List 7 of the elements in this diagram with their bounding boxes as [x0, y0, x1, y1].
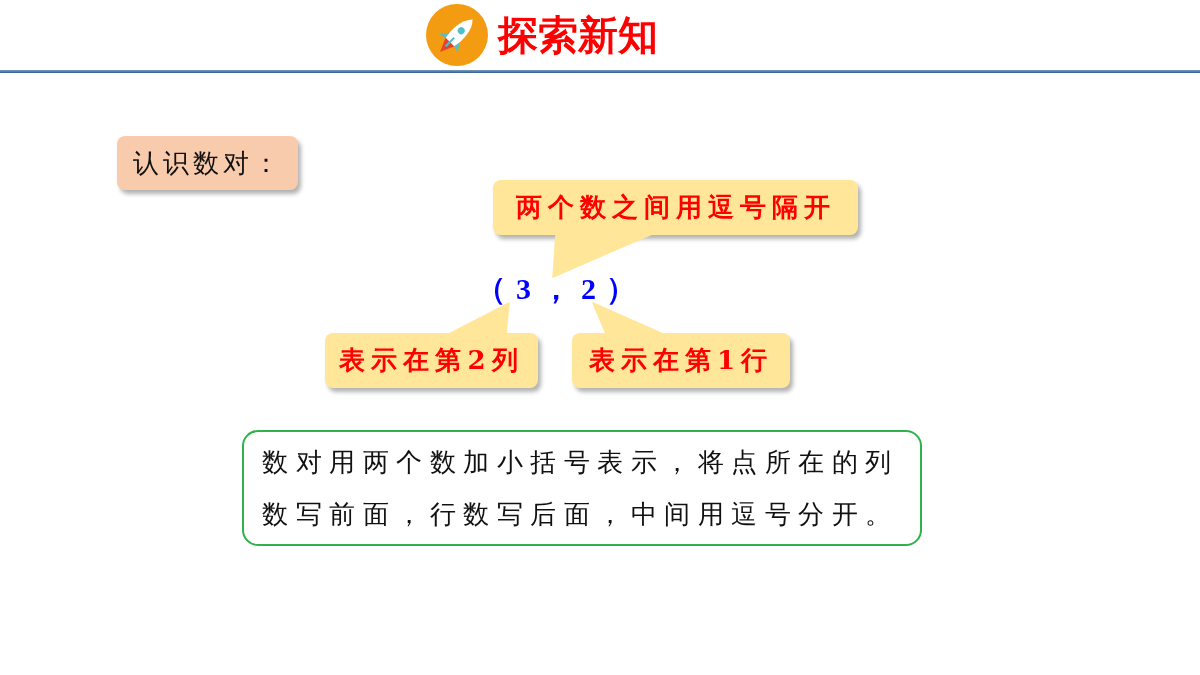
callout-tail [552, 233, 653, 278]
topic-tag: 认识数对： [117, 136, 298, 190]
note-box: 数对用两个数加小括号表示，将点所在的列数写前面，行数写后面，中间用逗号分开。 [242, 430, 922, 546]
callout-tail [592, 302, 664, 335]
number-pair: （3，2） [470, 273, 642, 304]
page-title: 探索新知 [498, 11, 658, 60]
callout-tail [448, 302, 510, 335]
